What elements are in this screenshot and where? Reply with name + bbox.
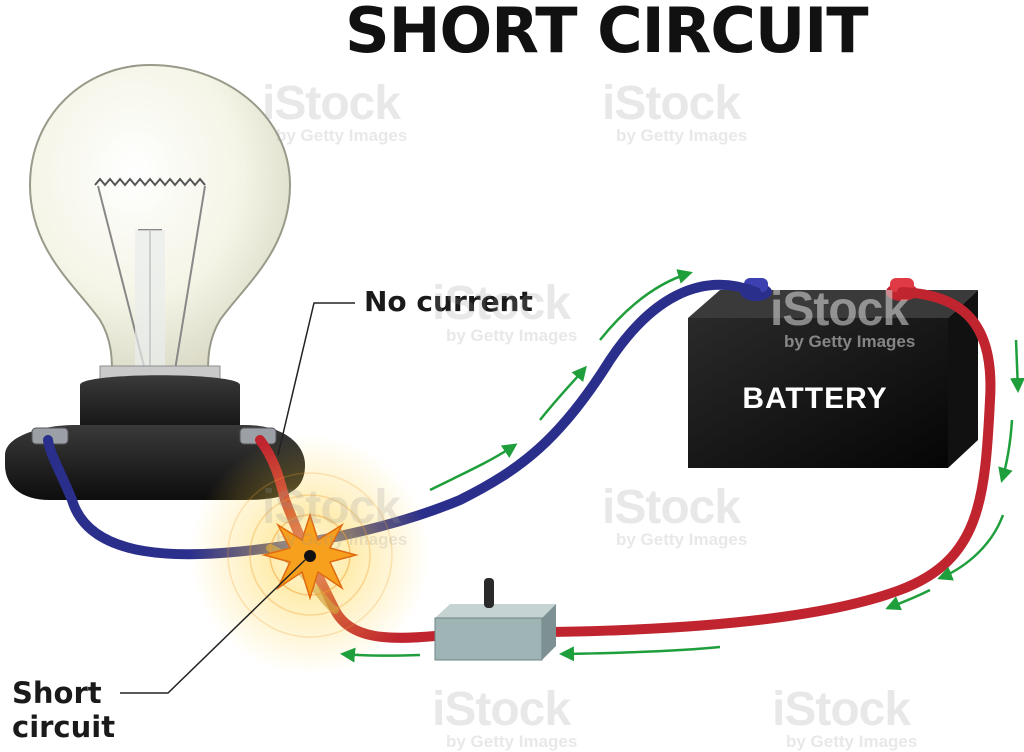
switch-icon	[434, 578, 556, 661]
battery-side	[948, 290, 978, 468]
arrow-icon	[1010, 339, 1024, 393]
bulb-stem	[135, 230, 165, 370]
current-arrows	[340, 269, 1024, 663]
arrow-icon	[539, 365, 587, 421]
spark-icon	[190, 435, 430, 675]
page-title: SHORT CIRCUIT	[345, 0, 869, 67]
positive-wire-battery	[545, 287, 996, 637]
arrow-icon	[599, 269, 693, 341]
arrow-icon	[885, 588, 931, 611]
battery-icon	[688, 278, 978, 468]
arrow-icon	[559, 645, 721, 662]
bulb-support-wires	[97, 185, 206, 371]
switch-top	[435, 604, 556, 618]
arrow-icon	[937, 514, 1005, 581]
battery-front	[688, 318, 948, 468]
switch-lever	[484, 578, 494, 608]
switch-side	[542, 604, 556, 660]
switch-body	[434, 617, 543, 661]
short-circuit-label: Short circuit	[12, 676, 152, 744]
leader-lines	[120, 302, 355, 694]
battery-label: BATTERY	[742, 382, 888, 415]
short-circuit-label-line2: circuit	[12, 710, 116, 744]
no-current-leader	[277, 302, 355, 456]
arrow-icon	[429, 443, 518, 492]
no-current-label: No current	[364, 285, 533, 318]
arrow-icon	[998, 419, 1014, 483]
arrow-icon	[340, 647, 421, 663]
bulb-base	[80, 375, 240, 440]
light-bulb-icon	[5, 63, 305, 500]
short-circuit-label-line1: Short	[12, 676, 102, 710]
short-circuit-leader	[120, 559, 306, 694]
bulb-filament	[94, 177, 206, 187]
